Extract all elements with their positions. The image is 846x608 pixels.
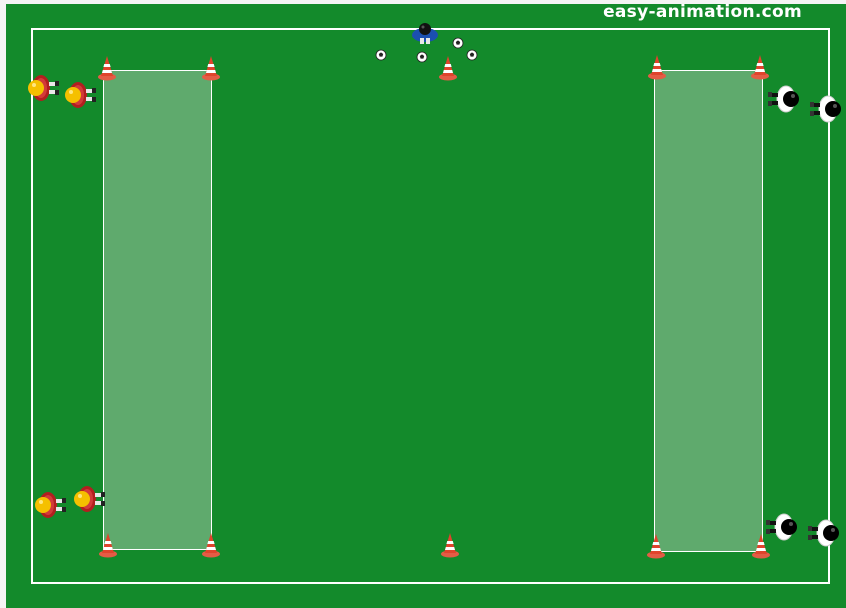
soccer-ball-icon [452, 37, 464, 49]
coach-icon [411, 20, 439, 46]
watermark-text: easy-animation.com [603, 2, 802, 22]
player-red-icon [25, 73, 63, 103]
player-red-icon [71, 484, 109, 514]
cone-icon [647, 54, 667, 80]
pitch [6, 4, 846, 608]
soccer-ball-icon [466, 49, 478, 61]
player-white-icon [762, 512, 800, 542]
cone-icon [440, 532, 460, 558]
player-white-icon [806, 94, 844, 124]
cone-icon [750, 54, 770, 80]
cone-icon [98, 532, 118, 558]
player-red-icon [62, 80, 100, 112]
right-zone [654, 70, 763, 552]
soccer-ball-icon [416, 51, 428, 63]
player-red-icon [32, 490, 70, 520]
cone-icon [438, 55, 458, 81]
soccer-ball-icon [375, 49, 387, 61]
player-white-icon [764, 84, 802, 114]
cone-icon [646, 533, 666, 559]
cone-icon [97, 55, 117, 81]
player-white-icon [804, 518, 842, 548]
cone-icon [201, 532, 221, 558]
cone-icon [201, 55, 221, 81]
left-zone [103, 70, 212, 550]
